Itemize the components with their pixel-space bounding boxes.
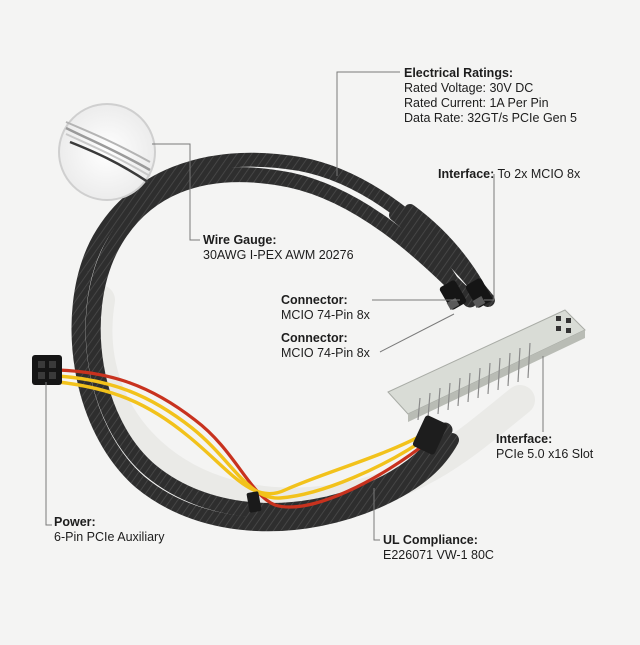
callout-connector-1: Connector: MCIO 74-Pin 8x (281, 293, 370, 323)
interface-bottom-value: PCIe 5.0 x16 Slot (496, 447, 594, 461)
wire-gauge-value: 30AWG I-PEX AWM 20276 (203, 248, 354, 262)
callout-wire-gauge: Wire Gauge: 30AWG I-PEX AWM 20276 (203, 233, 354, 263)
pcie-edge-board-icon (387, 309, 586, 455)
ul-title: UL Compliance: (383, 533, 478, 547)
electrical-title: Electrical Ratings: (404, 66, 514, 80)
callout-electrical-ratings: Electrical Ratings: Rated Voltage: 30V D… (404, 66, 577, 126)
wire-gauge-title: Wire Gauge: (203, 233, 277, 247)
interface-top-value: To 2x MCIO 8x (497, 167, 581, 181)
six-pin-connector-icon (32, 355, 62, 385)
interface-top-title: Interface: (438, 167, 495, 181)
callout-connector-2: Connector: MCIO 74-Pin 8x (281, 331, 370, 361)
electrical-line-3: Data Rate: 32GT/s PCIe Gen 5 (404, 111, 577, 125)
mcio-connector-icon (389, 204, 493, 310)
callout-power: Power: 6-Pin PCIe Auxiliary (54, 515, 164, 545)
power-wires (57, 368, 436, 513)
electrical-line-1: Rated Voltage: 30V DC (404, 81, 534, 95)
power-value: 6-Pin PCIe Auxiliary (54, 530, 165, 544)
connector-2-title: Connector: (281, 331, 348, 345)
connector-1-title: Connector: (281, 293, 348, 307)
power-title: Power: (54, 515, 96, 529)
zoomed-wire-detail-icon (58, 103, 156, 201)
callout-ul-compliance: UL Compliance: E226071 VW-1 80C (383, 533, 494, 563)
ul-value: E226071 VW-1 80C (383, 548, 494, 562)
interface-bottom-title: Interface: (496, 432, 553, 446)
callout-interface-top: Interface: To 2x MCIO 8x (438, 167, 580, 182)
callout-interface-bottom: Interface: PCIe 5.0 x16 Slot (496, 432, 593, 462)
electrical-line-2: Rated Current: 1A Per Pin (404, 96, 549, 110)
connector-1-value: MCIO 74-Pin 8x (281, 308, 370, 322)
connector-2-value: MCIO 74-Pin 8x (281, 346, 370, 360)
leader-lines (45, 71, 544, 541)
